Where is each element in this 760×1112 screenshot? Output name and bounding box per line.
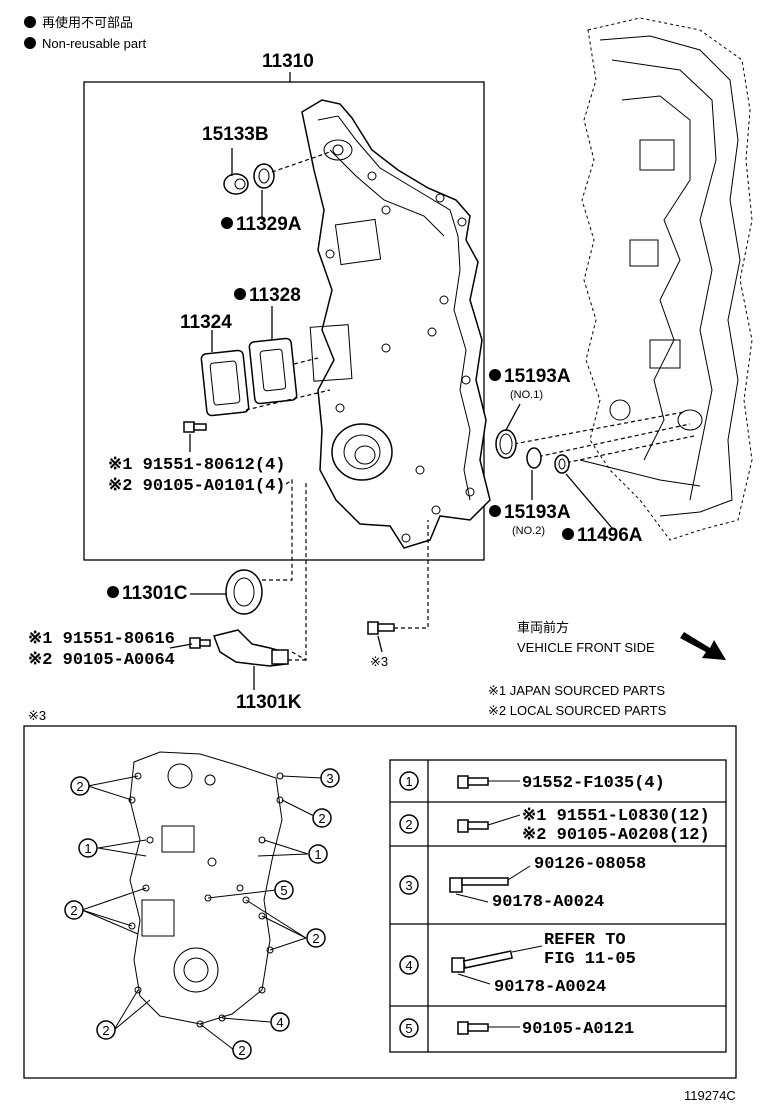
o-rings: 15193A (NO.1) 15193A (NO.2) 11496A bbox=[489, 366, 643, 546]
svg-text:4: 4 bbox=[405, 958, 412, 973]
non-reusable-dot-icon bbox=[562, 528, 574, 540]
source-notes: ※1 JAPAN SOURCED PARTS ※2 LOCAL SOURCED … bbox=[28, 683, 667, 723]
detail-label: ※3 bbox=[28, 708, 46, 723]
svg-text:2: 2 bbox=[102, 1023, 109, 1038]
callout-bolt-b1: ※1 91551-80616 bbox=[28, 630, 175, 649]
direction-indicator: 車両前方 VEHICLE FRONT SIDE bbox=[517, 620, 726, 660]
bolt-table: 1 91552-F1035(4) 2 ※1 91551-L0830(12) ※2… bbox=[389, 759, 727, 1053]
callout-bolt-a1: ※1 91551-80612(4) bbox=[108, 456, 285, 475]
svg-text:4: 4 bbox=[276, 1015, 283, 1030]
sensor-assembly: ※1 91551-80616 ※2 90105-A0064 11301K bbox=[28, 482, 307, 713]
detail-section: 2 3 2 1 1 5 2 2 4 2 2 1 91552-F1035(4) bbox=[23, 725, 737, 1079]
svg-text:1: 1 bbox=[314, 847, 321, 862]
svg-text:2: 2 bbox=[76, 779, 83, 794]
legend: 再使用不可部品 Non-reusable part bbox=[24, 15, 146, 51]
callout-11301C: 11301C bbox=[122, 583, 188, 604]
callout-15193A-1: 15193A bbox=[504, 366, 571, 387]
stud-bolt-icon bbox=[451, 950, 513, 973]
assembly-number: 11310 bbox=[262, 51, 314, 72]
detail-marker: 1 bbox=[308, 844, 328, 864]
callout-11329A: 11329A bbox=[236, 214, 302, 235]
svg-text:90178-A0024: 90178-A0024 bbox=[494, 978, 606, 997]
svg-text:2: 2 bbox=[318, 811, 325, 826]
label-no1: (NO.1) bbox=[510, 389, 543, 401]
arrow-down-right-icon bbox=[680, 632, 726, 660]
non-reusable-dot-icon bbox=[489, 369, 501, 381]
legend-en: Non-reusable part bbox=[42, 36, 146, 51]
engine-block-drawing bbox=[513, 17, 753, 541]
bolt-icon bbox=[457, 819, 489, 833]
callout-15193A-2: 15193A bbox=[504, 502, 571, 523]
direction-jp: 車両前方 bbox=[517, 620, 569, 635]
non-reusable-dot-icon bbox=[24, 37, 36, 49]
non-reusable-dot-icon bbox=[489, 505, 501, 517]
detail-marker: 2 bbox=[306, 928, 326, 948]
svg-text:5: 5 bbox=[280, 883, 287, 898]
figure-id: 119274C bbox=[684, 1088, 736, 1103]
detail-marker: 1 bbox=[78, 838, 98, 858]
svg-text:3: 3 bbox=[326, 771, 333, 786]
detail-marker: 2 bbox=[232, 1040, 252, 1060]
svg-text:3: 3 bbox=[405, 878, 412, 893]
assembly-frame bbox=[83, 81, 485, 561]
note-local: ※2 LOCAL SOURCED PARTS bbox=[488, 703, 667, 718]
callout-11301K: 11301K bbox=[236, 692, 302, 713]
callout-15133B: 15133B bbox=[202, 124, 269, 145]
bolt-icon bbox=[457, 1021, 489, 1035]
timing-cover-drawing bbox=[301, 99, 491, 549]
svg-text:2: 2 bbox=[238, 1043, 245, 1058]
callout-bolt-a2: ※2 90105-A0101(4) bbox=[108, 477, 285, 496]
callout-11328: 11328 bbox=[249, 285, 301, 306]
bolt-table-row: 1 91552-F1035(4) bbox=[399, 771, 665, 793]
note-japan: ※1 JAPAN SOURCED PARTS bbox=[488, 683, 665, 698]
callout-bolt-b2: ※2 90105-A0064 bbox=[28, 651, 175, 670]
callout-11496A: 11496A bbox=[577, 525, 643, 546]
svg-text:※2 90105-A0208(12): ※2 90105-A0208(12) bbox=[522, 826, 710, 845]
non-reusable-dot-icon bbox=[221, 217, 233, 229]
detail-marker: 3 bbox=[320, 768, 340, 788]
svg-text:90178-A0024: 90178-A0024 bbox=[492, 893, 604, 912]
bolt-table-row: 3 90126-08058 90178-A0024 bbox=[399, 855, 646, 912]
bolt-table-row: 5 90105-A0121 bbox=[399, 1018, 634, 1039]
non-reusable-dot-icon bbox=[107, 586, 119, 598]
svg-text:※1 91551-L0830(12): ※1 91551-L0830(12) bbox=[522, 807, 710, 826]
svg-text:90126-08058: 90126-08058 bbox=[534, 855, 646, 874]
svg-text:2: 2 bbox=[312, 931, 319, 946]
detail-marker: 2 bbox=[64, 900, 84, 920]
non-reusable-dot-icon bbox=[234, 288, 246, 300]
bolt-icon bbox=[457, 775, 489, 789]
bolt-icon bbox=[183, 421, 207, 433]
stud-bolt-icon bbox=[449, 877, 509, 893]
assembly-group: 11310 bbox=[83, 51, 485, 561]
legend-jp: 再使用不可部品 bbox=[42, 15, 133, 30]
svg-text:2: 2 bbox=[70, 903, 77, 918]
bolt-icon bbox=[189, 637, 211, 649]
svg-text:5: 5 bbox=[405, 1021, 412, 1036]
svg-text:FIG 11-05: FIG 11-05 bbox=[544, 950, 636, 969]
bolt-table-row: 2 ※1 91551-L0830(12) ※2 90105-A0208(12) bbox=[399, 807, 710, 845]
svg-text:90105-A0121: 90105-A0121 bbox=[522, 1020, 634, 1039]
cover-and-gasket: 11328 11324 ※1 91551-80612(4) ※2 90105-A… bbox=[108, 285, 331, 581]
direction-en: VEHICLE FRONT SIDE bbox=[517, 640, 655, 655]
svg-text:1: 1 bbox=[84, 841, 91, 856]
plug-and-seal: 15133B 11329A bbox=[202, 124, 331, 235]
detail-marker: 5 bbox=[274, 880, 294, 900]
oil-seal: 11301C bbox=[107, 569, 286, 615]
svg-text:2: 2 bbox=[405, 817, 412, 832]
bolt-table-row: 4 REFER TO FIG 11-05 90178-A0024 bbox=[399, 931, 636, 997]
detail-marker: 2 bbox=[96, 1020, 116, 1040]
non-reusable-dot-icon bbox=[24, 16, 36, 28]
detail-marker: 4 bbox=[270, 1012, 290, 1032]
svg-text:REFER TO: REFER TO bbox=[544, 931, 626, 950]
callout-11324: 11324 bbox=[180, 312, 232, 333]
ref3-label: ※3 bbox=[370, 654, 388, 669]
ref3-bolt: ※3 bbox=[367, 520, 429, 669]
svg-text:1: 1 bbox=[405, 774, 412, 789]
detail-frame bbox=[23, 725, 737, 1079]
detail-marker: 2 bbox=[70, 776, 90, 796]
detail-marker: 2 bbox=[312, 808, 332, 828]
svg-text:91552-F1035(4): 91552-F1035(4) bbox=[522, 774, 665, 793]
label-no2: (NO.2) bbox=[512, 525, 545, 537]
